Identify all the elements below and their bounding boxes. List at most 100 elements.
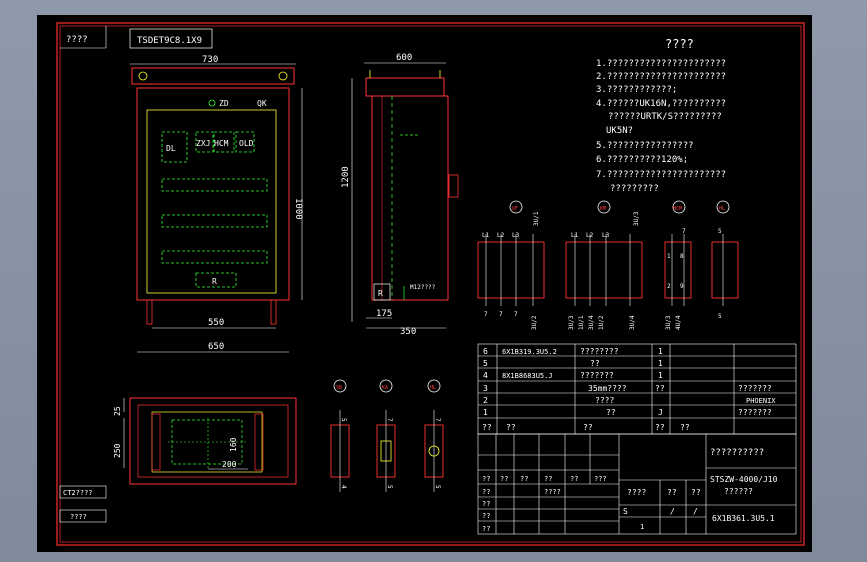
g1-bot-4: 3U/2 xyxy=(531,315,538,330)
notes-title: ???? xyxy=(665,37,694,51)
tb-left-5: ?? xyxy=(482,525,490,533)
side-dim-height: 1200 xyxy=(341,166,351,188)
bot-top-3: 7 xyxy=(434,418,441,422)
front-dim-outer: 650 xyxy=(208,342,224,352)
frame-top-left-label: ???? xyxy=(66,35,88,45)
front-dim-inner: 550 xyxy=(208,318,224,328)
tb-left-4: ?? xyxy=(482,512,490,520)
bom-name-1: ?? xyxy=(606,408,616,417)
bom-no-5: 5 xyxy=(483,359,488,368)
g3-top-1: 7 xyxy=(682,228,686,235)
bom-table xyxy=(477,343,797,435)
front-view: 730 ZD QK DL ZXJ HCM OLD R 1000 550 xyxy=(130,55,303,353)
tb-left-1: ?? xyxy=(482,475,490,483)
g3-mid-1: 1 xyxy=(667,253,671,260)
tb-model: STSZW-4000/J10 xyxy=(710,475,778,484)
g1-bot-2: 7 xyxy=(499,311,503,318)
front-old-label: OLD xyxy=(239,139,254,148)
tb-mid-4: ???? xyxy=(544,488,561,496)
tb-mid-5: ?? xyxy=(570,475,578,483)
plan-dim-1: 25 xyxy=(113,406,122,416)
sheet-background xyxy=(37,15,812,552)
bom-no-3: 3 xyxy=(483,384,488,393)
notes-line-5: ??????URTK/S????????? xyxy=(608,112,722,122)
g2-bot-2: 1U/1 xyxy=(578,315,585,330)
bom-no-6: 6 xyxy=(483,347,488,356)
g2-top-1: L1 xyxy=(571,232,579,239)
tb-drawing-no: 6X1B361.3U5.1 xyxy=(712,514,775,523)
inner-frame xyxy=(59,25,802,543)
side-callout: M12???? xyxy=(410,284,436,291)
plan-view: 25 250 160 200 xyxy=(113,397,297,485)
schem-symbol-1: QF xyxy=(512,206,518,212)
side-dim-depth: 350 xyxy=(400,327,416,337)
bom-qty-5: 1 xyxy=(658,359,663,368)
bom-code-4: 8X1B8683U5.J xyxy=(502,372,553,380)
notes-line-6: UK5N? xyxy=(606,126,633,136)
bom-note-1: ??????? xyxy=(738,408,772,417)
tb-mid-3: ?? xyxy=(544,475,552,483)
g1-top-1: L1 xyxy=(482,232,490,239)
tb-cell-a: ???? xyxy=(627,488,646,497)
g2-bot-4: 1U/2 xyxy=(598,315,605,330)
bom-qty-4: 1 xyxy=(658,371,663,380)
g3-bot-2: 9 xyxy=(680,283,684,290)
plan-dim-2: 250 xyxy=(113,443,122,458)
front-zxj-label: ZXJ xyxy=(196,139,210,148)
g2-bot-1: 3U/3 xyxy=(568,315,575,330)
g3-bot-1: 2 xyxy=(667,283,671,290)
front-dl-label: DL xyxy=(166,144,176,153)
tb-slash-2: / xyxy=(693,507,698,516)
bot-bot-3: 5 xyxy=(434,485,441,489)
front-dim-height: 1000 xyxy=(293,198,303,220)
notes-line-9: 7.?????????????????????? xyxy=(596,170,726,180)
bom-note-3: ??????? xyxy=(738,384,772,393)
g2-top-2: L2 xyxy=(586,232,594,239)
bom-rows: 6 6X1B319.3U5.2 ???????? 1 5 ?? 1 4 8X1B… xyxy=(482,347,776,432)
bot-sym-1: SB xyxy=(336,385,342,391)
side-r-label: R xyxy=(378,289,383,298)
side-view: 600 R M12???? 1200 175 350 xyxy=(341,53,459,337)
bom-header-2: ?? xyxy=(506,423,516,432)
g2-top-3: L3 xyxy=(602,232,610,239)
notes-line-4: 4.??????UK16N,?????????? xyxy=(596,99,726,109)
bom-no-4: 4 xyxy=(483,371,488,380)
bom-qty-1: J xyxy=(658,408,663,417)
notes-line-2: 2.?????????????????????? xyxy=(596,72,726,82)
front-qk-label: QK xyxy=(257,99,267,108)
title-block xyxy=(477,433,797,535)
bom-header-5: ?? xyxy=(680,423,690,432)
tb-left-3: ?? xyxy=(482,500,490,508)
bot-sym-3: HL xyxy=(430,385,436,391)
bot-top-2: 7 xyxy=(386,418,393,422)
title-block-text: ?????????? STSZW-4000/J10 ?????? 6X1B361… xyxy=(482,448,778,533)
bom-header-3: ?? xyxy=(583,423,593,432)
bom-qty-6: 1 xyxy=(658,347,663,356)
notes-line-3: 3.????????????; xyxy=(596,85,677,95)
title-box-text: TSDET9C8.1X9 xyxy=(137,36,202,46)
schematic-top: QF KM HCM HL L1 L2 L3 3U/1 7 7 7 3U/2 L1… xyxy=(477,200,739,330)
outer-frame xyxy=(56,22,805,546)
g3-label-1: 3U/3 xyxy=(665,315,672,330)
side-dim-top: 600 xyxy=(396,53,412,63)
plan-dim-3: 160 xyxy=(229,437,238,452)
front-r-label: R xyxy=(212,277,217,286)
tb-s: S xyxy=(623,507,628,516)
g1-bot-3: 7 xyxy=(514,311,518,318)
bottom-symbols: SB KA HL 5 7 7 4 5 5 xyxy=(330,379,444,492)
bom-code-6: 6X1B319.3U5.2 xyxy=(502,348,557,356)
g3-label-2: 4U/4 xyxy=(675,315,682,330)
bot-bot-1: 4 xyxy=(340,485,347,489)
tb-cell-b: ?? xyxy=(667,488,677,497)
g2-bot-3: 3U/4 xyxy=(588,315,595,330)
bom-name-5: ?? xyxy=(590,359,600,368)
bom-name-4: ??????? xyxy=(580,371,614,380)
front-zd-label: ZD xyxy=(219,99,229,108)
notes-line-8: 6.??????????120%; xyxy=(596,155,688,165)
g4-top-1: 5 xyxy=(718,228,722,235)
tb-mid-6: ??? xyxy=(594,475,607,483)
notes-line-1: 1.?????????????????????? xyxy=(596,59,726,69)
g1-top-2: L2 xyxy=(497,232,505,239)
